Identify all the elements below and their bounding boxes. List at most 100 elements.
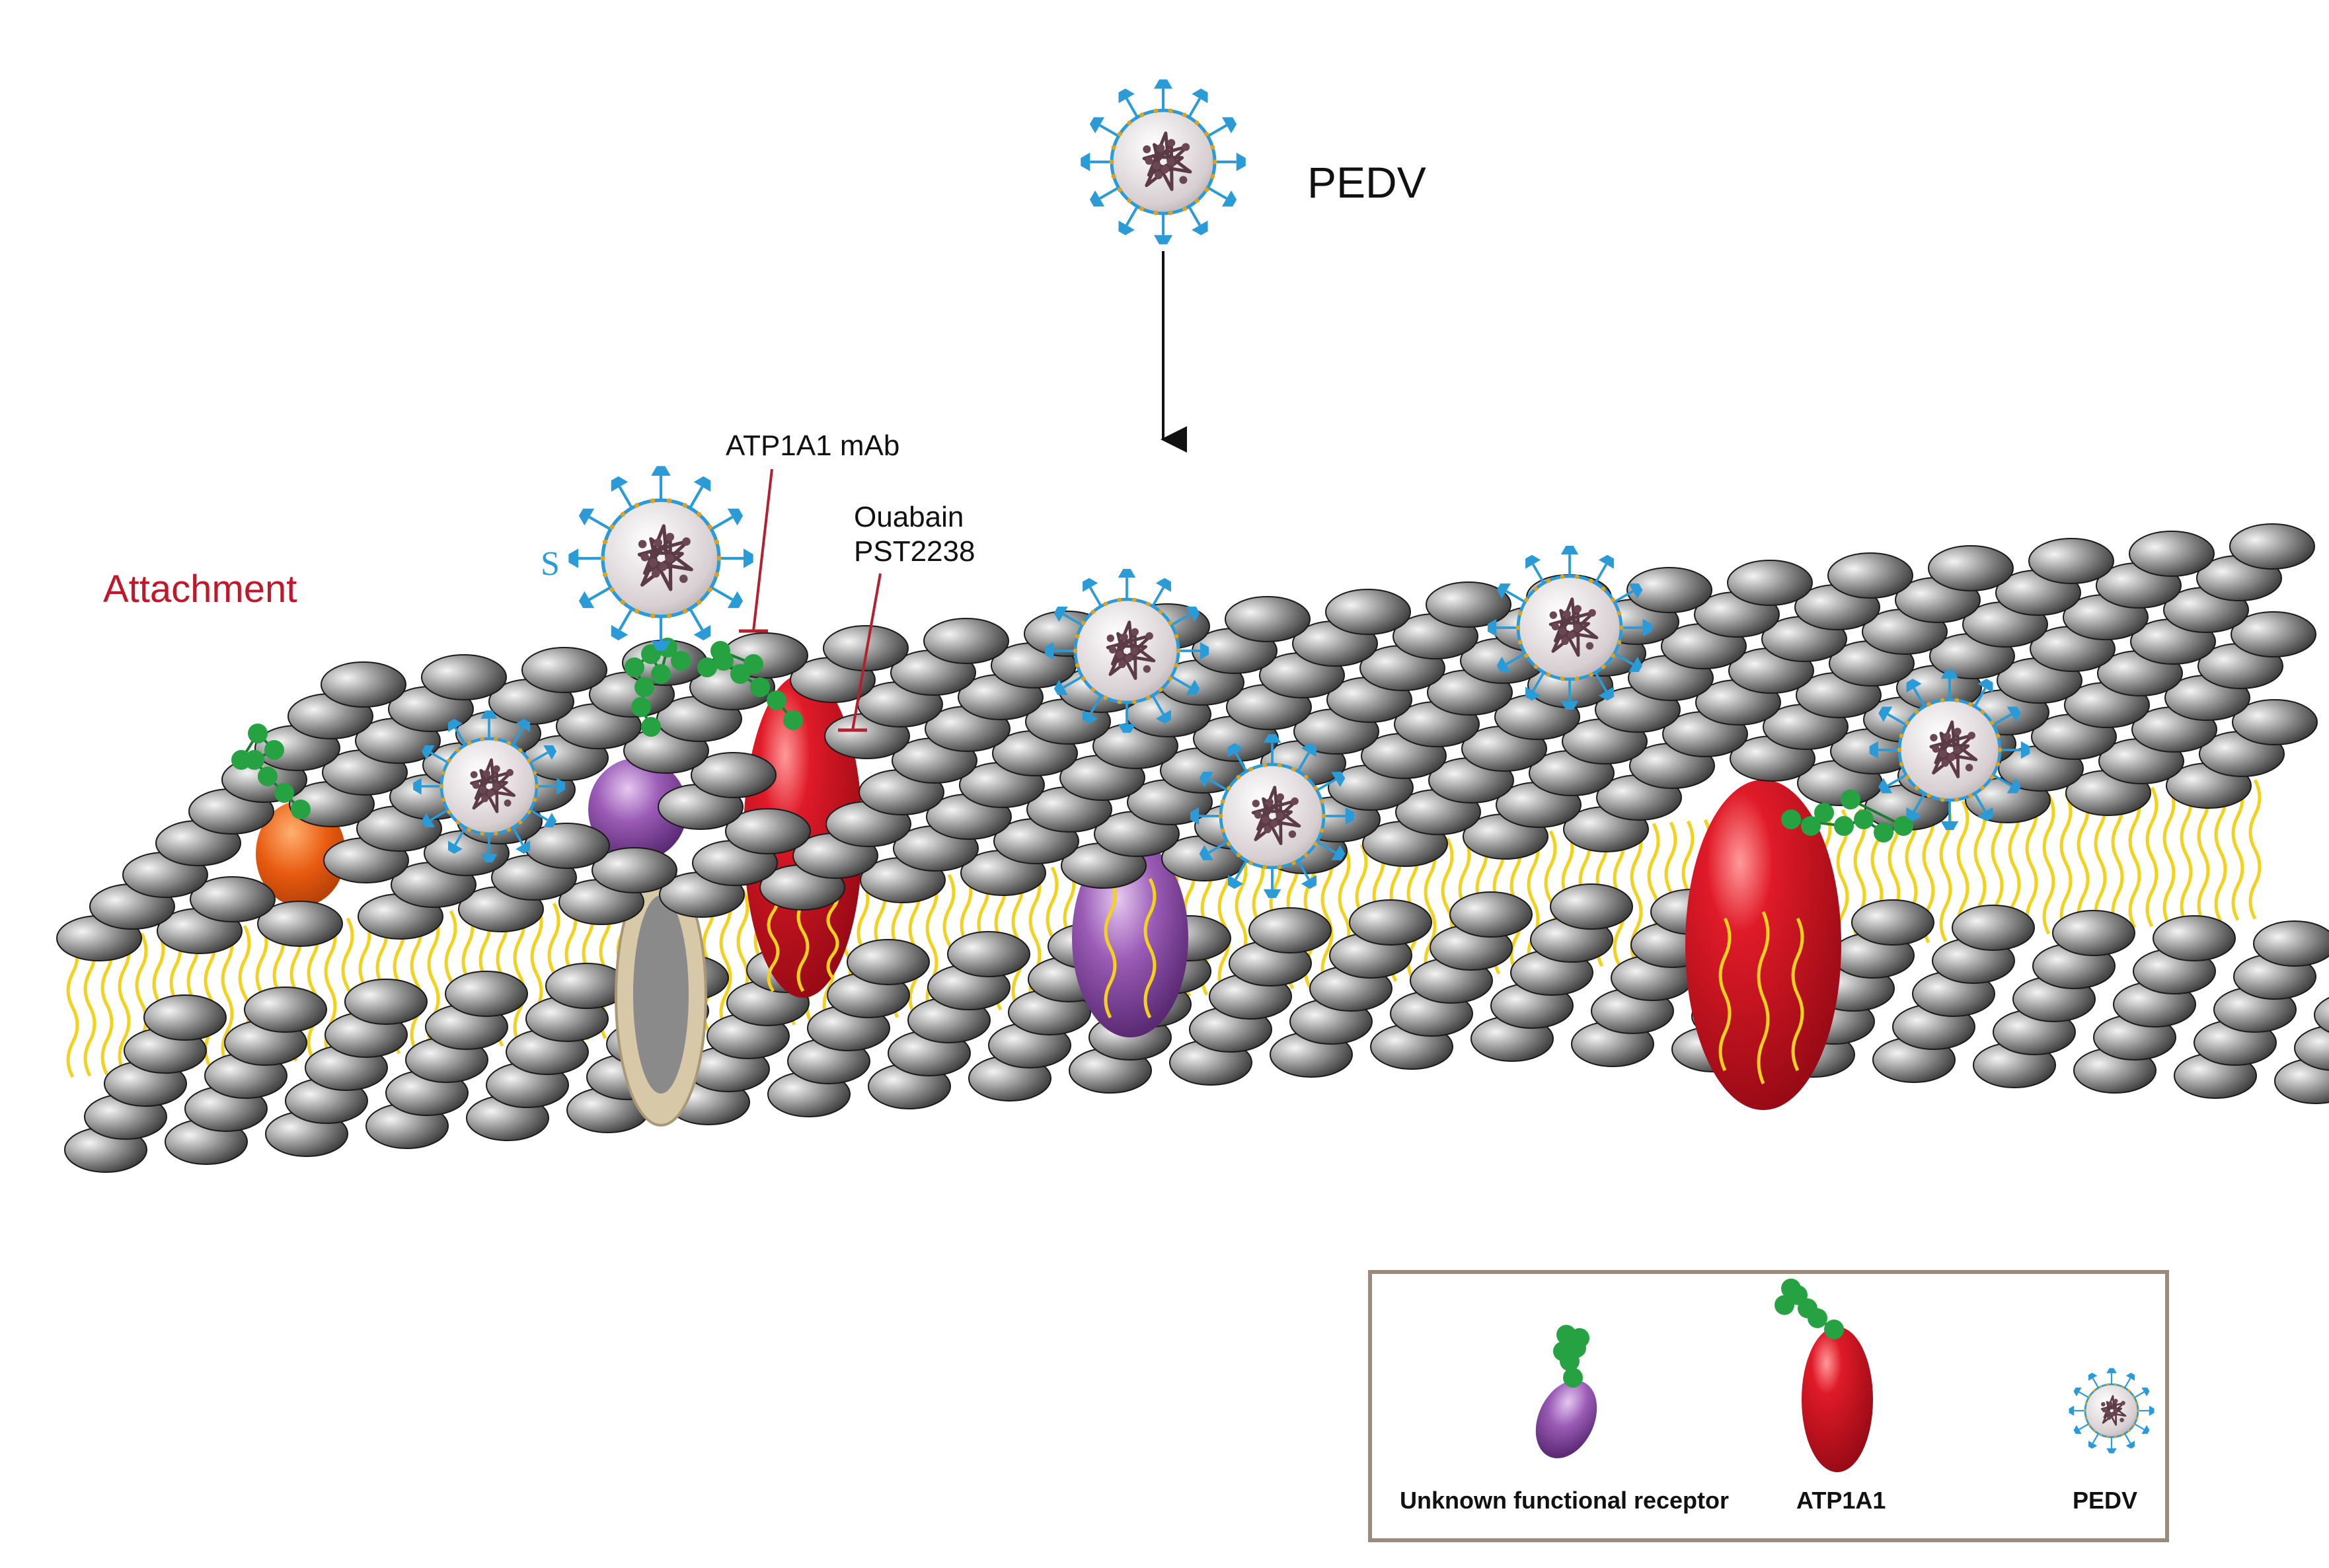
spike-protein: [1192, 220, 1208, 236]
nucleocapsid: [1574, 624, 1582, 632]
spike-protein: [568, 548, 579, 568]
nucleocapsid: [2113, 1398, 2118, 1403]
inhibitor-label-pst2238: PST2238: [854, 535, 975, 568]
receptor-protein: [588, 758, 687, 861]
spike-stalk: [1063, 675, 1083, 689]
lipid-tail: [307, 920, 320, 1061]
viral-genome: [637, 524, 693, 591]
envelope-dot: [1262, 763, 1268, 768]
lipid-head-lower: [1851, 899, 1934, 946]
spike-protein: [1192, 88, 1208, 104]
other-protein: [256, 801, 346, 907]
envelope-dot: [1236, 774, 1241, 780]
nucleocapsid: [679, 574, 688, 583]
envelope-dot: [2121, 1433, 2124, 1437]
nucleocapsid: [2102, 1407, 2107, 1413]
surface-features: [231, 79, 2030, 899]
envelope-dot: [602, 539, 608, 544]
envelope-dot: [1980, 786, 1985, 790]
lipid-head-upper: [521, 647, 607, 693]
envelope-dot: [1954, 698, 1960, 703]
nucleocapsid: [492, 765, 500, 772]
spike-protein: [1199, 844, 1213, 860]
envelope-dot: [517, 820, 523, 825]
nucleocapsid: [1276, 793, 1284, 802]
nucleocapsid: [1276, 812, 1284, 820]
nucleocapsid: [1549, 611, 1558, 619]
envelope-dot: [1927, 702, 1931, 707]
nucleocapsid: [1943, 732, 1951, 741]
envelope-dot: [494, 831, 498, 836]
envelope-dot: [2127, 1429, 2131, 1433]
lipid-head-lower: [1349, 899, 1432, 946]
spike-stalk: [689, 608, 704, 631]
envelope-dot: [534, 784, 539, 789]
spike-stalk: [1506, 652, 1526, 666]
lipid-head-upper: [592, 847, 677, 893]
envelope-dot: [2084, 1401, 2088, 1405]
spike-protein: [2069, 1405, 2075, 1416]
spike-protein: [1236, 153, 1246, 171]
nucleocapsid: [1574, 605, 1582, 613]
spike-protein: [578, 508, 595, 526]
spike-protein: [1906, 679, 1922, 693]
envelope-dot: [2099, 1385, 2102, 1388]
spike-protein: [1089, 190, 1105, 207]
envelope-dot: [1182, 206, 1187, 211]
glycan-bead: [641, 717, 661, 737]
glycan-bead: [1814, 803, 1834, 823]
nucleocapsid: [1182, 143, 1190, 151]
spike-protein: [2088, 1372, 2098, 1381]
envelope-dot: [1995, 762, 2001, 766]
spike-protein: [1118, 724, 1136, 733]
lipid-head-lower: [1248, 907, 1332, 953]
lipid-tail: [2025, 795, 2038, 936]
envelope-dot: [1524, 653, 1529, 658]
spike-protein: [2073, 1387, 2082, 1397]
spike-protein: [543, 745, 557, 760]
nucleocapsid: [1551, 622, 1560, 631]
envelope-dot: [1574, 676, 1580, 681]
nucleocapsid: [1143, 665, 1151, 673]
nucleocapsid: [1179, 176, 1188, 184]
nucleocapsid: [1262, 815, 1270, 824]
glycan-bead: [750, 677, 770, 697]
envelope-dot: [1248, 766, 1253, 772]
envelope-dot: [1111, 174, 1116, 179]
envelope-dot: [494, 737, 498, 741]
spike-stalk: [1207, 186, 1227, 200]
inhibitor-label-ouabain: Ouabain: [854, 501, 964, 533]
envelope-dot: [1899, 762, 1904, 766]
glycan-bead: [1874, 823, 1893, 842]
spike-stalk: [2134, 1423, 2145, 1431]
envelope-dot: [696, 511, 702, 517]
envelope-dot: [1153, 108, 1159, 114]
spike-protein: [611, 624, 629, 641]
envelope-dot: [1560, 574, 1565, 579]
spike-protein: [1199, 772, 1213, 788]
spike-protein: [1228, 743, 1244, 757]
envelope-dot: [1174, 663, 1179, 668]
lipid-head-upper: [2129, 531, 2215, 577]
envelope-dot: [1127, 120, 1132, 126]
lipid-head-upper: [2028, 538, 2114, 584]
spike-protein: [1186, 607, 1200, 622]
envelope-dot: [1168, 108, 1173, 114]
pedv-virion: [1869, 669, 2030, 831]
envelope-dot: [2084, 1417, 2088, 1420]
spike-protein: [1118, 220, 1135, 236]
glycan-bead: [1841, 790, 1860, 809]
envelope-dot: [1914, 710, 1919, 714]
spike-label: S: [541, 545, 560, 583]
envelope-dot: [2121, 1385, 2124, 1388]
legend-label-receptor: Unknown functional receptor: [1400, 1487, 1730, 1514]
spike-protein: [1301, 875, 1317, 889]
envelope-dot: [2137, 1409, 2139, 1412]
nucleocapsid: [1108, 646, 1117, 654]
spike-stalk: [1234, 752, 1248, 772]
nucleocapsid: [2110, 1412, 2115, 1417]
spike-protein: [1083, 578, 1098, 592]
spike-protein: [1154, 235, 1172, 244]
nucleocapsid: [1559, 627, 1567, 636]
envelope-dot: [1517, 611, 1523, 616]
